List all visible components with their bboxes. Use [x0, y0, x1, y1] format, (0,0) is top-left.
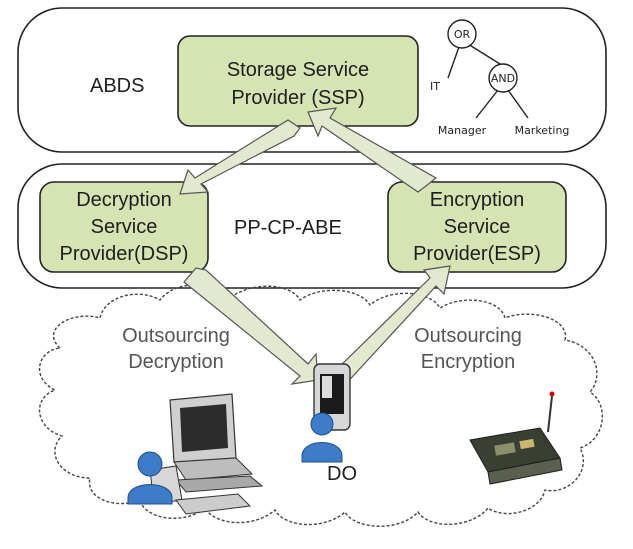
dsp-label-line1: Decryption	[76, 189, 172, 211]
tree-root-label: OR	[454, 28, 471, 41]
ppcpabe-label: PP-CP-ABE	[234, 217, 342, 239]
tree-node-and	[488, 63, 518, 93]
abds-label: ABDS	[90, 75, 144, 97]
arrow-do-to-esp	[327, 265, 451, 389]
dsp-label-line2: Service	[91, 216, 158, 238]
arrow-ssp-to-dsp	[179, 119, 301, 195]
desktop-computer-icon	[149, 393, 264, 515]
ssp-label-line1: Storage Service	[227, 59, 369, 81]
tree-child-label: AND	[491, 72, 515, 85]
sensor-board-icon	[469, 391, 563, 485]
access-tree: OR AND IT Manager Marketing	[430, 19, 570, 137]
arrows	[179, 107, 451, 389]
esp-label-line1: Encryption	[430, 189, 525, 211]
outsourcing-encryption-line1: Outsourcing	[414, 325, 522, 347]
ssp-box	[177, 35, 419, 127]
user-icon	[127, 451, 173, 505]
tree-leaf-manager: Manager	[438, 124, 487, 137]
arrow-esp-to-ssp	[307, 107, 438, 193]
tree-node-or	[447, 19, 477, 49]
tree-leaf-it: IT	[430, 80, 440, 93]
outsourcing-encryption-line2: Encryption	[421, 351, 516, 373]
cloud-icon	[38, 284, 604, 527]
ppcpabe-container	[17, 163, 607, 289]
do-label: DO	[327, 463, 357, 485]
esp-label-line3: Provider(ESP)	[413, 243, 541, 265]
dsp-label-line3: Provider(DSP)	[60, 243, 189, 265]
ssp-label-line2: Provider (SSP)	[231, 87, 364, 109]
dsp-box	[39, 181, 209, 273]
esp-label-line2: Service	[444, 216, 511, 238]
outsourcing-decryption-line1: Outsourcing	[122, 325, 230, 347]
abds-container	[17, 7, 607, 153]
tree-leaf-marketing: Marketing	[515, 124, 570, 137]
outsourcing-decryption-line2: Decryption	[128, 351, 224, 373]
user-icon-do	[301, 412, 343, 463]
esp-box	[387, 181, 567, 273]
